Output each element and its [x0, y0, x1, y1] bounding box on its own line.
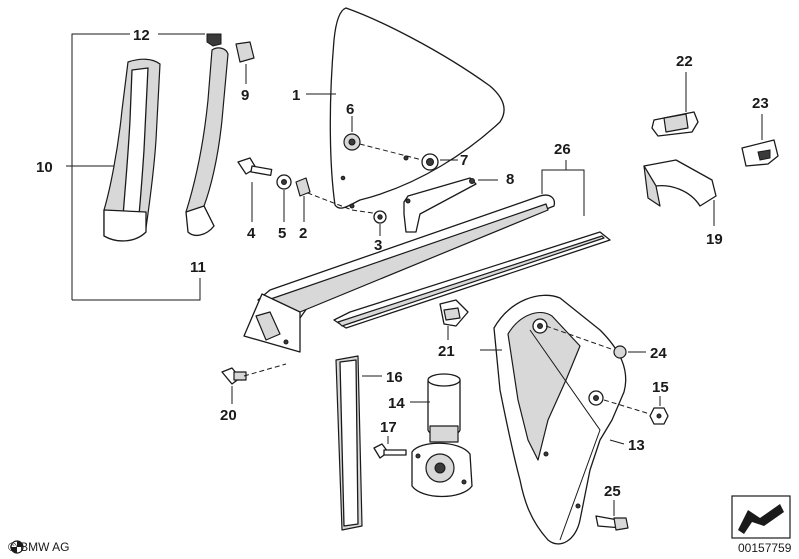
- copyright-text: © BMW AG: [8, 540, 70, 554]
- axis-20: [243, 363, 287, 377]
- callout-16: 16: [386, 369, 403, 386]
- callout-14: 14: [388, 395, 405, 412]
- window-motor-14[interactable]: [411, 373, 473, 498]
- callout-26: 26: [554, 141, 571, 158]
- callout-19: 19: [706, 231, 723, 248]
- bolt-4[interactable]: [237, 157, 273, 177]
- callout-7: 7: [460, 152, 468, 169]
- callout-12: 12: [133, 27, 150, 44]
- washer-6[interactable]: [343, 133, 361, 151]
- callout-25: 25: [604, 483, 621, 500]
- bmw-logo: [10, 540, 24, 554]
- bracket-line-26: [541, 169, 585, 216]
- pillar-trim-10[interactable]: [103, 58, 161, 242]
- axis-3: [351, 209, 381, 215]
- callout-10: 10: [36, 159, 53, 176]
- callout-15: 15: [652, 379, 669, 396]
- cover-19[interactable]: [643, 159, 717, 207]
- callout-20: 20: [220, 407, 237, 424]
- bolt-25[interactable]: [595, 515, 629, 531]
- bracket-line-12: [71, 33, 130, 300]
- nut-15[interactable]: [649, 407, 669, 425]
- callout-17: 17: [380, 419, 397, 436]
- window-regulator-13[interactable]: [493, 294, 627, 545]
- axis-24: [545, 325, 615, 351]
- nut-5[interactable]: [276, 174, 292, 190]
- callout-9: 9: [241, 87, 249, 104]
- callout-11: 11: [190, 259, 206, 276]
- clip-23[interactable]: [741, 139, 779, 167]
- window-rail-26[interactable]: [243, 194, 611, 353]
- push-pin-20[interactable]: [221, 367, 247, 385]
- bolt-17[interactable]: [373, 443, 407, 459]
- bracket-8[interactable]: [403, 177, 477, 233]
- clip-22[interactable]: [651, 111, 699, 137]
- pillar-trim-11[interactable]: [185, 47, 229, 237]
- view-direction-icon: [731, 495, 791, 539]
- window-glass-1[interactable]: [329, 7, 505, 209]
- callout-24: 24: [650, 345, 667, 362]
- axis-15: [603, 399, 651, 415]
- callout-23: 23: [752, 95, 769, 112]
- drawing-number: 00157759: [738, 541, 792, 555]
- leader-13: [609, 439, 625, 445]
- clip-21[interactable]: [439, 299, 469, 327]
- washer-3[interactable]: [373, 210, 387, 224]
- callout-21: 21: [438, 343, 455, 360]
- nut-24[interactable]: [613, 345, 627, 359]
- seal-strip-16[interactable]: [335, 355, 363, 531]
- grommet-7[interactable]: [421, 153, 439, 171]
- callout-3: 3: [374, 237, 382, 254]
- callout-6: 6: [346, 101, 354, 118]
- callout-1: 1: [292, 87, 300, 104]
- clip-12[interactable]: [206, 33, 222, 47]
- axis-4-2: [299, 189, 353, 211]
- callout-8: 8: [506, 171, 514, 188]
- bracket-line-11: [72, 278, 201, 301]
- callout-13: 13: [628, 437, 645, 454]
- callout-22: 22: [676, 53, 693, 70]
- callout-4: 4: [247, 225, 256, 242]
- callout-2: 2: [299, 225, 307, 242]
- spacer-2[interactable]: [295, 177, 311, 197]
- axis-6-7: [351, 141, 431, 163]
- callout-5: 5: [278, 225, 286, 242]
- clip-9[interactable]: [235, 41, 255, 63]
